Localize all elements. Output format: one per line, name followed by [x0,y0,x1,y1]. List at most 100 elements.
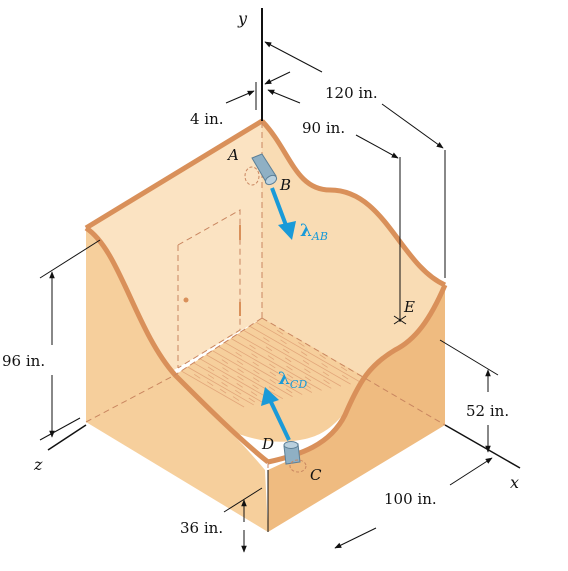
floor-tile-joint [286,381,294,387]
floor-tile-joint [276,329,284,335]
floor-tile-joint [236,383,243,388]
device-cd [283,441,307,473]
floor-tile-joint [221,382,228,387]
floor-tile-line [255,321,361,383]
door [177,209,241,369]
point-a-label: A [226,146,239,164]
device-ab [244,153,278,186]
door-knob [183,297,189,303]
vector-lambda-cd [268,399,291,441]
floor-tile-joint [269,363,276,369]
floor-tile-line [236,333,332,389]
floor-tile-joint [280,339,287,345]
dim-96-extension-bottom [39,417,81,441]
dim-120-line-b [381,103,444,149]
floor-tile-joint [269,371,277,377]
floor-tiles [181,321,361,408]
dim-52-label: 52 in. [466,402,509,420]
dim-4-arrow-right [264,71,291,85]
floor-tile-joint [248,397,256,403]
floor-tile-joint [319,354,326,359]
x-axis-label: x [510,473,519,492]
dim-4-label: 4 in. [190,110,224,128]
right-curve-edge [260,119,447,288]
y-axis-label: y [237,9,248,28]
floor-tile-joint [249,344,256,350]
dim-100-label: 100 in. [384,490,437,508]
floor-tile-joint [322,371,330,377]
floor-tile-joint [286,365,293,371]
floor-tile-joint [234,389,242,395]
floor-tile-joint [237,368,244,373]
floor-tile-joint [237,375,244,381]
floor-tile-line [205,354,284,400]
dim-52-extension [439,339,499,376]
dim-90-label: 90 in. [302,119,345,137]
floor-tile-joint [341,374,349,380]
x-axis [444,424,521,469]
floor-tile-line [224,342,313,393]
dim-36-label: 36 in. [180,519,223,537]
point-c-label: C [310,466,322,484]
floor-tile-line [199,358,274,402]
floor-tile-joint [206,381,214,387]
floor-tile-joint [298,342,305,347]
floor-tile-joint [323,379,330,385]
dim-90-line-b [355,134,399,159]
floor [175,318,370,442]
floor-tile-joint [232,396,240,401]
dim-4-arrow-left [225,90,255,104]
vector-lambda-ab-head [278,221,296,240]
floor-tile-joint [268,386,276,391]
floor-tile-line [193,362,264,404]
z-axis [47,424,87,451]
lambda-cd-label: λCD [278,369,307,391]
floor-tile-joint [265,346,273,352]
floor-tile-joint [284,357,292,363]
floor-tile-joint [221,359,229,364]
floor-tile-joint [251,353,258,359]
floor-tile-joint [252,384,259,390]
floor-tile-joint [263,337,270,342]
floor-tile-line [230,338,322,391]
floor-tile-joint [207,374,215,379]
lambda-ab-label: λAB [300,221,328,243]
floor-tile-line [181,370,245,408]
point-e-label: E [403,298,415,316]
floor-tile-joint [340,366,348,372]
floor-tile-joint [286,373,294,379]
floor-tile-joint [285,388,293,394]
floor-tile-joint [222,374,229,380]
front-right-panel [268,285,445,532]
floor-tile-joint [304,376,312,382]
lambda-cd-symbol: λ [278,369,290,389]
lambda-cd-subscript: CD [290,378,307,391]
floor-tile-joint [252,361,260,367]
floor-tile-joint [194,373,201,379]
floor-tile-joint [267,355,275,360]
floor-tile-joint [304,383,312,389]
floor-tile-line [218,346,303,395]
floor-tile-joint [282,348,290,354]
floor-tile-joint [253,377,260,382]
floor-tile-joint [253,369,260,375]
floor-tile-line [187,366,254,406]
floor-tile-joint [304,368,311,374]
floor-tile-joint [235,351,242,357]
floor-tile-joint [321,363,328,368]
dim-100-arrow-right [449,457,493,486]
floor-tile-joint [250,391,258,396]
lambda-ab-symbol: λ [300,221,312,241]
floor-tile-joint [236,360,244,365]
vector-lambda-ab [270,187,289,229]
dim-120-label: 120 in. [325,84,378,102]
point-b-label: B [279,176,291,194]
floor-tile-line [212,350,293,397]
floor-tile-joint [269,379,276,384]
floor-tile-joint [302,360,310,365]
top-left-edge [84,118,264,231]
floor-tile-line [249,325,351,385]
floor-tile-joint [219,388,227,394]
